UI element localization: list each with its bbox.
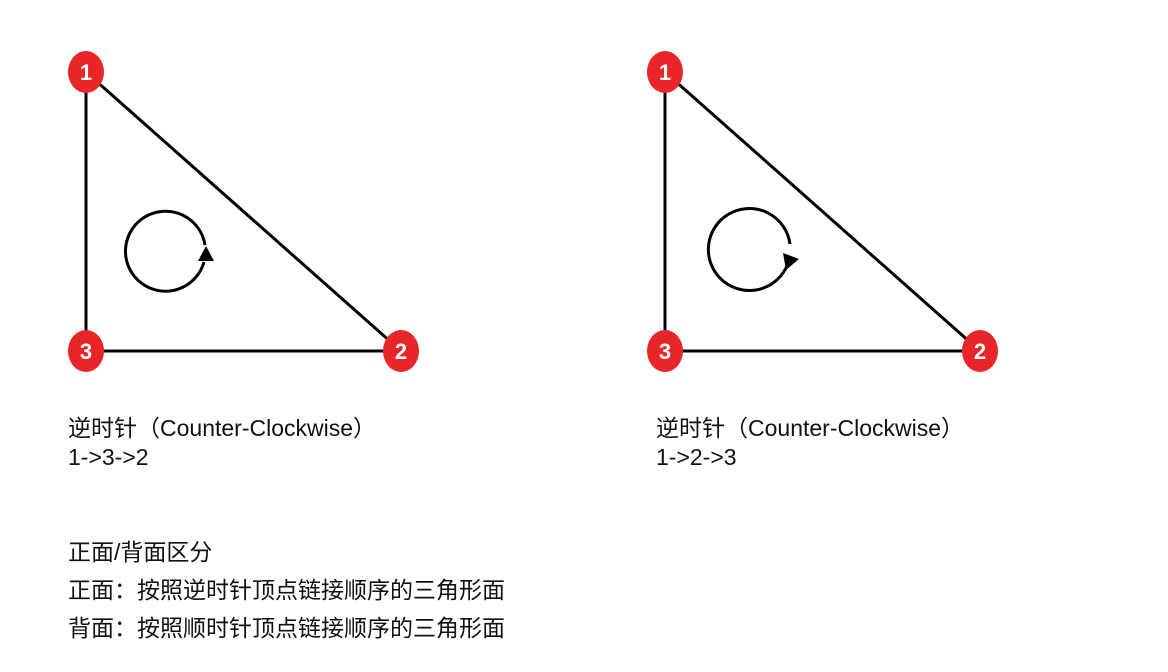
notes-front-face: 正面：按照逆时针顶点链接顺序的三角形面 [68,577,505,603]
right-vertex-3: 3 [647,330,683,372]
face-notes: 正面/背面区分 正面：按照逆时针顶点链接顺序的三角形面 背面：按照顺时针顶点链接… [68,533,505,647]
left-caption-order: 1->3->2 [68,444,149,470]
right-rotation-cw-icon [706,207,799,292]
right-caption: 逆时针（Counter-Clockwise） 1->2->3 [656,414,964,472]
vertex-label: 3 [80,339,92,364]
vertex-label: 2 [395,339,407,364]
left-triangle [84,68,405,353]
left-vertex-3: 3 [68,330,104,372]
vertex-label: 1 [80,60,92,85]
vertex-label: 2 [974,339,986,364]
left-caption: 逆时针（Counter-Clockwise） 1->3->2 [68,414,376,472]
left-vertex-2: 2 [383,330,419,372]
left-caption-title: 逆时针（Counter-Clockwise） [68,415,377,441]
notes-back-face: 背面：按照顺时针顶点链接顺序的三角形面 [68,615,505,641]
notes-heading: 正面/背面区分 [68,539,213,565]
right-caption-order: 1->2->3 [656,444,737,470]
right-triangle-diagram: 1 2 3 [647,51,998,372]
right-triangle [663,68,984,353]
vertex-label: 3 [659,339,671,364]
right-vertex-1: 1 [647,51,683,93]
left-vertex-1: 1 [68,51,104,93]
left-rotation-ccw-icon [123,209,214,293]
right-caption-title: 逆时针（Counter-Clockwise） [656,415,965,441]
right-vertex-2: 2 [962,330,998,372]
left-triangle-diagram: 1 2 3 [68,51,419,372]
vertex-label: 1 [659,60,671,85]
